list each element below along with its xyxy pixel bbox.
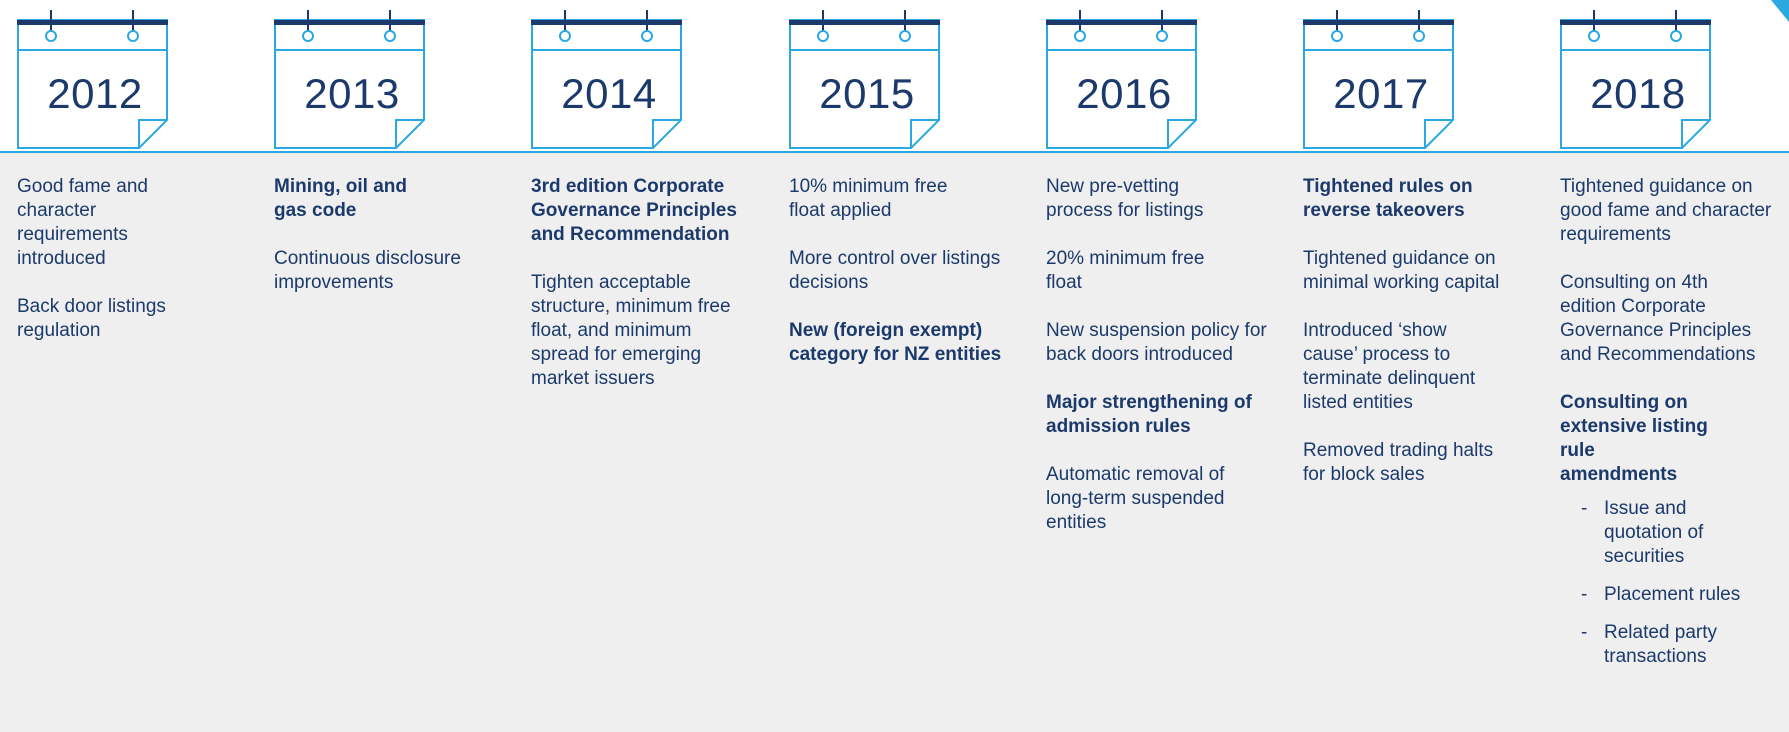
calendar-2018: 2018: [1560, 8, 1718, 152]
event-text: Good fame and character requirements int…: [17, 176, 148, 269]
column-2013: Mining, oil and gas code Continuous disc…: [274, 175, 499, 319]
event-text: Consulting on extensive listing rule ame…: [1560, 392, 1708, 485]
year-label: 2018: [1590, 70, 1686, 117]
calendar-icon: [789, 10, 940, 149]
year-label: 2016: [1076, 70, 1172, 117]
calendar-2017: 2017: [1303, 8, 1461, 152]
year-label: 2012: [47, 70, 143, 117]
event-text: 3rd edition Corporate Governance Princip…: [531, 176, 737, 245]
calendar-2014: 2014: [531, 8, 689, 152]
year-label: 2013: [304, 70, 400, 117]
calendar-2015: 2015: [789, 8, 947, 152]
year-label: 2014: [561, 70, 657, 117]
event-text: Back door listings regulation: [17, 296, 166, 341]
event-text: Tightened rules on reverse takeovers: [1303, 176, 1473, 221]
year-label: 2017: [1333, 70, 1429, 117]
column-2012: Good fame and character requirements int…: [17, 175, 192, 367]
calendar-icon: [531, 10, 682, 149]
corner-accent-shape: [1771, 0, 1789, 22]
event-text: Automatic removal of long-term suspended…: [1046, 464, 1225, 533]
year-label: 2015: [819, 70, 915, 117]
column-2015: 10% minimum free float applied More cont…: [789, 175, 1021, 391]
event-text: Mining, oil and gas code: [274, 176, 407, 221]
event-text: New suspension policy for back doors int…: [1046, 320, 1267, 365]
event-text: Tightened guidance on good fame and char…: [1560, 176, 1772, 245]
calendar-2016: 2016: [1046, 8, 1204, 152]
calendar-icon: [1046, 10, 1197, 149]
calendar-2012: 2012: [17, 8, 175, 152]
column-2016: New pre-vetting process for listings 20%…: [1046, 175, 1278, 559]
sublist-item: Related party transactions: [1581, 621, 1760, 669]
column-2017: Tightened rules on reverse takeovers Tig…: [1303, 175, 1535, 511]
event-text: Tightened guidance on minimal working ca…: [1303, 248, 1500, 293]
calendar-icon: [1303, 10, 1454, 149]
event-text: 20% minimum free float: [1046, 248, 1205, 293]
event-text: New (foreign exempt) category for NZ ent…: [789, 320, 1002, 365]
event-text: Removed trading halts for block sales: [1303, 440, 1494, 485]
calendar-icon: [17, 10, 168, 149]
event-text: More control over listings decisions: [789, 248, 1001, 293]
event-text: Introduced ‘show cause’ process to termi…: [1303, 320, 1476, 413]
event-text: Consulting on 4th edition Corporate Gove…: [1560, 272, 1756, 365]
event-text: New pre-vetting process for listings: [1046, 176, 1204, 221]
event-text: 10% minimum free float applied: [789, 176, 948, 221]
event-text: Major strengthening of admission rules: [1046, 392, 1252, 437]
sublist-item: Issue and quotation of securities: [1581, 497, 1760, 569]
column-2018: Tightened guidance on good fame and char…: [1560, 175, 1785, 683]
timeline-line: [0, 151, 1789, 153]
sublist-item: Placement rules: [1581, 583, 1760, 607]
calendar-icon: [1560, 10, 1711, 149]
event-text: Continuous disclosure improvements: [274, 248, 461, 293]
calendar-icon: [274, 10, 425, 149]
content-band: [0, 152, 1789, 732]
event-text: Tighten acceptable structure, minimum fr…: [531, 272, 731, 389]
column-2014: 3rd edition Corporate Governance Princip…: [531, 175, 763, 415]
amendments-sublist: Issue and quotation of securities Placem…: [1560, 497, 1760, 669]
calendar-2013: 2013: [274, 8, 432, 152]
